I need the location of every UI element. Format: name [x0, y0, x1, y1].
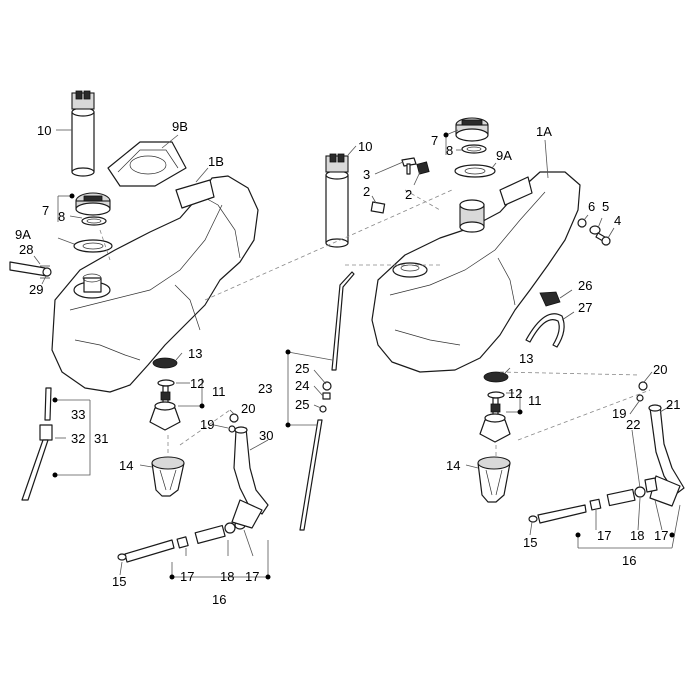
callout-18-right: 18	[630, 528, 644, 543]
level-sensor-left	[149, 357, 181, 431]
callout-9a-right: 9A	[496, 148, 512, 163]
callout-6: 6	[588, 199, 595, 214]
callout-23: 23	[258, 381, 272, 396]
filler-cap-right	[454, 117, 496, 178]
callout-7-left: 7	[42, 203, 49, 218]
callout-33: 33	[71, 407, 85, 422]
callout-17-left-a: 17	[180, 569, 194, 584]
level-sensor-right	[479, 371, 511, 443]
filler-cap-left	[73, 192, 113, 253]
callout-1a: 1A	[536, 124, 552, 139]
callout-2-lower: 2	[363, 184, 370, 199]
fuel-line-left	[117, 520, 246, 563]
clip-and-loop	[525, 291, 565, 348]
drain-hose-left	[21, 387, 53, 501]
callout-24: 24	[295, 378, 309, 393]
callout-12-left: 12	[190, 376, 204, 391]
callout-13-left: 13	[188, 346, 202, 361]
callout-29: 29	[29, 282, 43, 297]
callout-15-right: 15	[523, 535, 537, 550]
callout-5: 5	[602, 199, 609, 214]
callout-20-right: 20	[653, 362, 667, 377]
callout-11-right: 11	[528, 393, 542, 408]
filter-cup-right	[477, 456, 511, 503]
callout-10-left: 10	[37, 123, 51, 138]
callout-3: 3	[363, 167, 370, 182]
filter-cup-left	[151, 456, 185, 497]
leader-dots	[52, 132, 675, 580]
callout-32: 32	[71, 431, 85, 446]
fuel-line-right	[528, 486, 646, 524]
leader-lines	[33, 129, 681, 578]
callout-16-right: 16	[622, 553, 636, 568]
callout-28: 28	[19, 242, 33, 257]
callout-14-left: 14	[119, 458, 133, 473]
callout-4: 4	[614, 213, 621, 228]
callout-20-left: 20	[241, 401, 255, 416]
fuel-tank-left	[51, 175, 259, 393]
callout-18-left: 18	[220, 569, 234, 584]
callout-11-left: 11	[212, 384, 226, 399]
clamps-left	[228, 413, 239, 433]
callout-17-right-a: 17	[597, 528, 611, 543]
callout-17-left-b: 17	[245, 569, 259, 584]
callout-25-bottom: 25	[295, 397, 309, 412]
vent-pipe-left	[9, 261, 52, 279]
callout-25-top: 25	[295, 361, 309, 376]
callout-13-right: 13	[519, 351, 533, 366]
clamps-right	[636, 381, 648, 402]
callout-9a-left: 9A	[15, 227, 31, 242]
callout-19-left: 19	[200, 417, 214, 432]
callout-8-left: 8	[58, 209, 65, 224]
callout-22: 22	[626, 417, 640, 432]
callout-1b: 1B	[208, 154, 224, 169]
assembly-guide-lines	[99, 189, 651, 456]
bent-hose-right	[644, 404, 685, 507]
callout-16-left: 16	[212, 592, 226, 607]
callout-9b: 9B	[172, 119, 188, 134]
callout-14-right: 14	[446, 458, 460, 473]
callout-31: 31	[94, 431, 108, 446]
callout-17-right-b: 17	[654, 528, 668, 543]
callout-15-left: 15	[112, 574, 126, 589]
callout-12-right: 12	[508, 386, 522, 401]
fuel-tank-right	[371, 171, 581, 373]
callout-7-right: 7	[431, 133, 438, 148]
callout-2-upper: 2	[405, 187, 412, 202]
vent-line-center	[299, 271, 355, 531]
fuel-pump-left	[71, 90, 95, 177]
callout-8-right: 8	[446, 143, 453, 158]
gasket-plate-9b	[107, 141, 187, 187]
fasteners-right	[370, 157, 430, 214]
callout-27: 27	[578, 300, 592, 315]
callout-19-right: 19	[612, 406, 626, 421]
callout-21: 21	[666, 397, 680, 412]
callout-26: 26	[578, 278, 592, 293]
callout-10-right: 10	[358, 139, 372, 154]
callout-labels: 10 9B 1B 7 8 9A 28 29 13 12 11 33 32 31 …	[15, 119, 680, 607]
callout-30: 30	[259, 428, 273, 443]
bolts-right	[577, 218, 611, 246]
fuel-pump-right	[325, 153, 349, 248]
